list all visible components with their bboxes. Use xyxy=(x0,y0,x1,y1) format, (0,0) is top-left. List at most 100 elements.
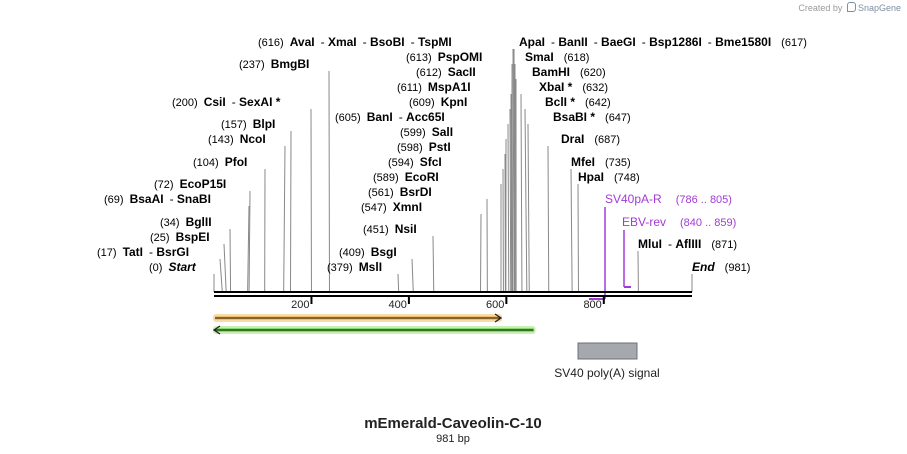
site-position: (34) xyxy=(160,217,180,229)
enzyme-name: BsgI xyxy=(371,245,397,259)
site-label-csii: (200)CsiI- SexAI * xyxy=(172,95,281,109)
sv40-polya-label: SV40 poly(A) signal xyxy=(554,366,659,380)
enzyme-name: MspA1I xyxy=(428,80,471,94)
site-position: (871) xyxy=(711,239,737,251)
site-label-xbai: XbaI *(632) xyxy=(539,80,608,94)
site-label-mspa1i: (611) MspA1I xyxy=(397,80,471,94)
leader-msli xyxy=(397,273,400,293)
leader-bspei xyxy=(223,243,227,293)
leader-bani xyxy=(507,123,510,293)
site-position: (647) xyxy=(605,112,631,124)
site-position: (748) xyxy=(614,172,640,184)
leader-pspomi xyxy=(511,63,514,293)
site-position: (599) xyxy=(400,127,426,139)
leader-bcli xyxy=(524,108,528,293)
enzyme-name: BanI xyxy=(367,110,393,124)
site-position: (561) xyxy=(368,187,394,199)
primer-range: (786 .. 805) xyxy=(676,194,732,206)
site-label-xmni: (547)XmnI xyxy=(361,200,422,214)
sv40-polya-box xyxy=(577,342,638,360)
snapgene-watermark: Created by SnapGene xyxy=(798,2,901,13)
tick-label-800: 800 xyxy=(583,299,601,311)
site-label-start: (0)Start xyxy=(149,260,197,274)
leader-nsii xyxy=(432,235,435,293)
features: SV40 poly(A) signal xyxy=(212,313,660,380)
enzyme-name: SmaI xyxy=(525,50,554,64)
site-label-bglii: (34) BglII xyxy=(160,215,212,229)
site-position: (605) xyxy=(335,112,361,124)
enzyme-name: Acc65I xyxy=(406,110,445,124)
enzyme-name: End xyxy=(692,260,715,274)
enzyme-name: BglII xyxy=(186,215,212,229)
site-position: (735) xyxy=(605,157,631,169)
enzyme-name: SnaBI xyxy=(177,192,211,206)
tick-label-600: 600 xyxy=(486,299,504,311)
site-label-avai: (616)AvaI- XmaI- BsoBI- TspMI xyxy=(258,35,452,49)
site-position: (0) xyxy=(149,262,162,274)
enzyme-name: BsrDI xyxy=(400,185,432,199)
primer-label-ebv-rev: EBV-rev (840 .. 859) xyxy=(622,215,736,229)
site-separator: - xyxy=(399,110,406,124)
site-label-ecop15i: (72)EcoP15I xyxy=(154,177,226,191)
site-position: (612) xyxy=(416,67,442,79)
site-position: (143) xyxy=(208,134,234,146)
site-label-msli: (379) MslI xyxy=(327,260,382,274)
enzyme-name: MslI xyxy=(359,260,382,274)
enzyme-name: EcoRI xyxy=(405,170,439,184)
enzyme-name: NsiI xyxy=(395,222,417,236)
enzyme-name: XbaI * xyxy=(539,80,573,94)
enzyme-name: AvaI xyxy=(290,35,315,49)
site-separator: - xyxy=(411,35,418,49)
site-position: (379) xyxy=(327,262,353,274)
leader-blpi xyxy=(289,130,292,293)
site-position: (620) xyxy=(580,67,606,79)
site-position: (613) xyxy=(406,52,432,64)
site-position: (237) xyxy=(239,59,265,71)
site-position: (618) xyxy=(564,52,590,64)
site-label-bsrdi: (561) BsrDI xyxy=(368,185,432,199)
primer-name: EBV-rev xyxy=(622,215,666,229)
site-separator: - xyxy=(363,35,370,49)
site-label-nsii: (451) NsiI xyxy=(363,222,417,236)
site-label-bsabi: BsaBI * (647) xyxy=(553,110,631,124)
enzyme-name: TspMI xyxy=(418,35,452,49)
leader-ecop15i xyxy=(248,190,251,293)
site-position: (981) xyxy=(725,262,751,274)
site-label-mlui: MluI- AflIII(871) xyxy=(638,237,737,251)
enzyme-name: PspOMI xyxy=(438,50,483,64)
site-separator: - xyxy=(170,192,177,206)
enzyme-name: NcoI xyxy=(240,132,266,146)
site-position: (609) xyxy=(409,97,435,109)
snapgene-logo-icon xyxy=(846,2,856,12)
site-label-bspei: (25)BspEI xyxy=(150,230,210,244)
enzyme-name: BsaBI * xyxy=(553,110,595,124)
site-label-pspomi: (613) PspOMI xyxy=(406,50,482,64)
site-position: (547) xyxy=(361,202,387,214)
site-label-ecori: (589)EcoRI xyxy=(373,170,439,184)
site-position: (409) xyxy=(339,247,365,259)
site-label-bani: (605) BanI- Acc65I xyxy=(335,110,445,124)
primer-name: SV40pA-R xyxy=(605,192,662,206)
green-orf-arrowhead xyxy=(212,325,221,335)
site-separator: - xyxy=(642,35,649,49)
enzyme-name: BlpI xyxy=(253,117,276,131)
enzyme-name: BclI * xyxy=(545,95,575,109)
leader-bsaai xyxy=(247,205,250,293)
site-position: (451) xyxy=(363,224,389,236)
site-label-smai: SmaI (618) xyxy=(525,50,589,64)
site-position: (617) xyxy=(781,37,807,49)
site-label-blpi: (157)BlpI xyxy=(221,117,275,131)
leader-avai xyxy=(512,48,515,293)
map-title: mEmerald-Caveolin-C-10 xyxy=(364,415,542,432)
primer-range: (840 .. 859) xyxy=(680,217,736,229)
enzyme-name: BsrGI xyxy=(156,245,189,259)
site-position: (25) xyxy=(150,232,170,244)
site-position: (642) xyxy=(585,97,611,109)
leader-apai xyxy=(513,48,516,293)
enzyme-name: Bme1580I xyxy=(715,35,771,49)
site-position: (611) xyxy=(397,82,422,94)
site-label-sali: (599)SalI xyxy=(400,125,453,139)
site-label-kpni: (609)KpnI xyxy=(409,95,467,109)
enzyme-name: CsiI xyxy=(204,95,226,109)
